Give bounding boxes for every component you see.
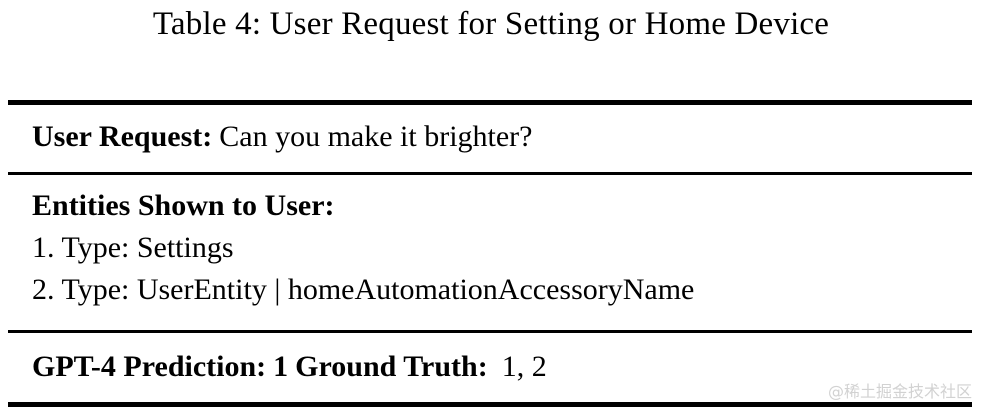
table-top-rule <box>8 100 972 105</box>
ground-truth-label: Ground Truth: <box>295 350 488 383</box>
table-rule-after-entities <box>8 330 972 333</box>
entity-list-item-2: 2. Type: UserEntity | homeAutomationAcce… <box>32 273 695 306</box>
table-bottom-rule <box>8 402 972 407</box>
table-caption: Table 4: User Request for Setting or Hom… <box>152 6 830 42</box>
user-request-value: Can you make it brighter? <box>219 120 533 153</box>
entity-list-item-1: 1. Type: Settings <box>32 231 234 264</box>
table-rule-after-user-request <box>8 172 972 175</box>
entities-heading: Entities Shown to User: <box>32 189 335 222</box>
watermark-text: @稀土掘金技术社区 <box>827 382 972 401</box>
user-request-label: User Request: <box>32 120 213 153</box>
gpt4-prediction-label: GPT-4 Prediction: <box>32 350 267 383</box>
table-row-user-request: User Request:Can you make it brighter? <box>32 116 972 158</box>
gpt4-prediction-value: 1 <box>273 350 289 383</box>
table-row-entities: Entities Shown to User: 1. Type: Setting… <box>32 186 972 310</box>
ground-truth-value: 1, 2 <box>501 350 547 383</box>
